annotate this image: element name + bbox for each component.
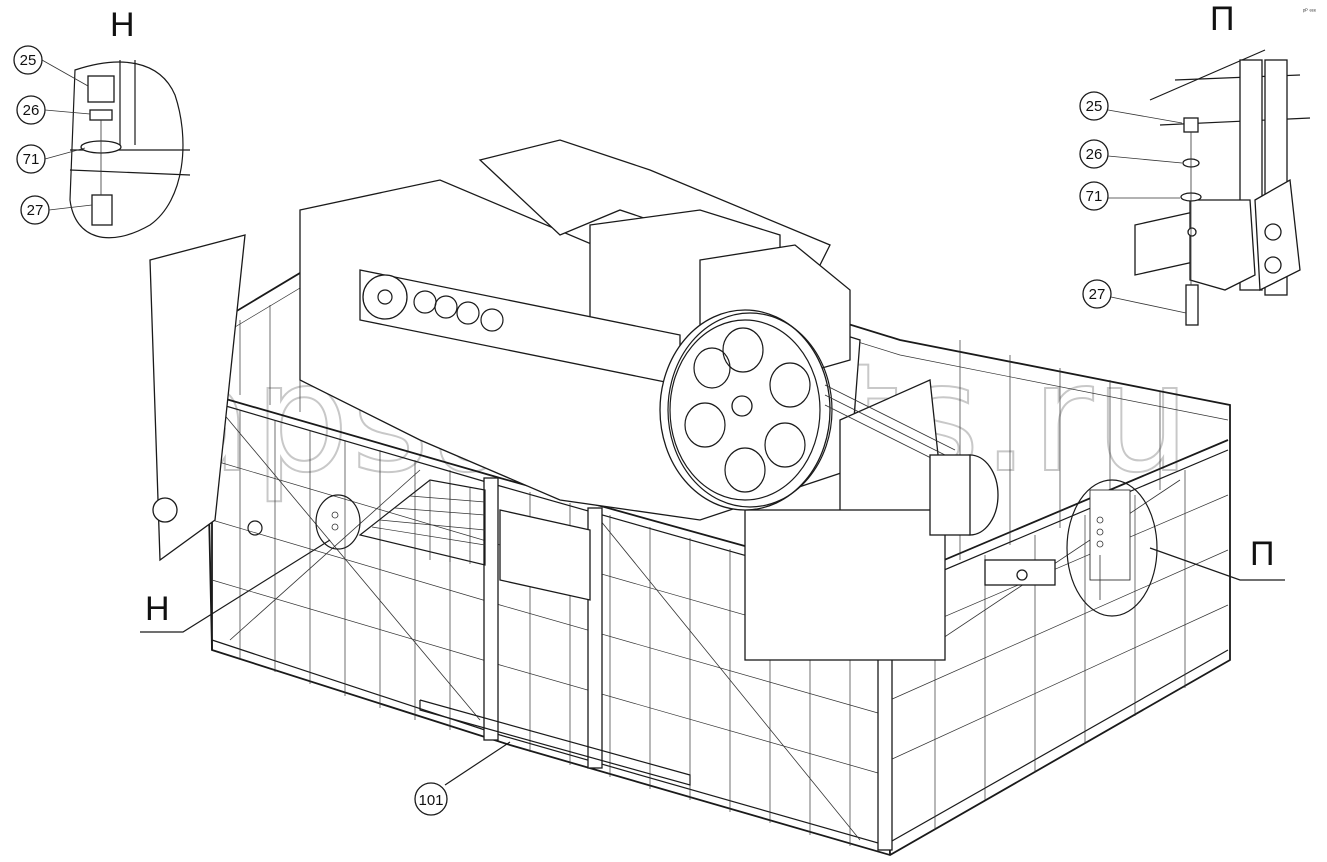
leader-n xyxy=(140,539,331,633)
detail-circle-n xyxy=(315,494,361,550)
detail-circle-p xyxy=(1066,479,1158,617)
detail-p-callout-27: 27 xyxy=(1082,279,1187,314)
callout-101: 101 xyxy=(414,782,448,816)
braces xyxy=(211,399,1181,841)
callout-number: 27 xyxy=(1089,286,1106,303)
door-post-left xyxy=(483,477,499,741)
flange-bolt xyxy=(152,497,178,523)
main-label-n: Н xyxy=(145,590,170,628)
detail-view-p: П ᵖᴾ ᵉᵉᵉ 25 26 71 xyxy=(1079,0,1317,326)
motor xyxy=(929,454,1056,586)
door-post-mid xyxy=(587,507,603,769)
callout-number: 25 xyxy=(1086,98,1103,115)
corner-mark: ᵖᴾ ᵉᵉᵉ xyxy=(1303,8,1317,15)
callout-number: 27 xyxy=(27,202,44,219)
drive-pulley xyxy=(659,309,956,511)
callout-number: 26 xyxy=(23,102,40,119)
detail-n-callout-27: 27 xyxy=(20,195,93,225)
callout-number: 71 xyxy=(1086,188,1103,205)
detail-p-callout-25: 25 xyxy=(1079,91,1183,124)
grate xyxy=(358,479,486,566)
leader-p xyxy=(1149,547,1285,581)
detail-view-n: Н 25 26 71 27 xyxy=(13,6,191,239)
callout-number: 25 xyxy=(20,52,37,69)
detail-n-callout-26: 26 xyxy=(16,95,91,125)
detail-n-callout-71: 71 xyxy=(16,144,86,174)
main-assembly xyxy=(140,139,1285,856)
leader-101 xyxy=(444,741,511,786)
detail-n-callout-25: 25 xyxy=(13,45,89,87)
main-label-p: П xyxy=(1250,535,1274,573)
detail-p-title: П xyxy=(1210,0,1234,38)
detail-p-callout-71: 71 xyxy=(1079,181,1180,211)
detail-p-callout-26: 26 xyxy=(1079,139,1183,169)
detail-n-title: Н xyxy=(110,6,135,44)
front-mesh xyxy=(211,410,886,846)
callout-101-number: 101 xyxy=(418,792,443,809)
callout-number: 26 xyxy=(1086,146,1103,163)
callout-number: 71 xyxy=(23,151,40,168)
